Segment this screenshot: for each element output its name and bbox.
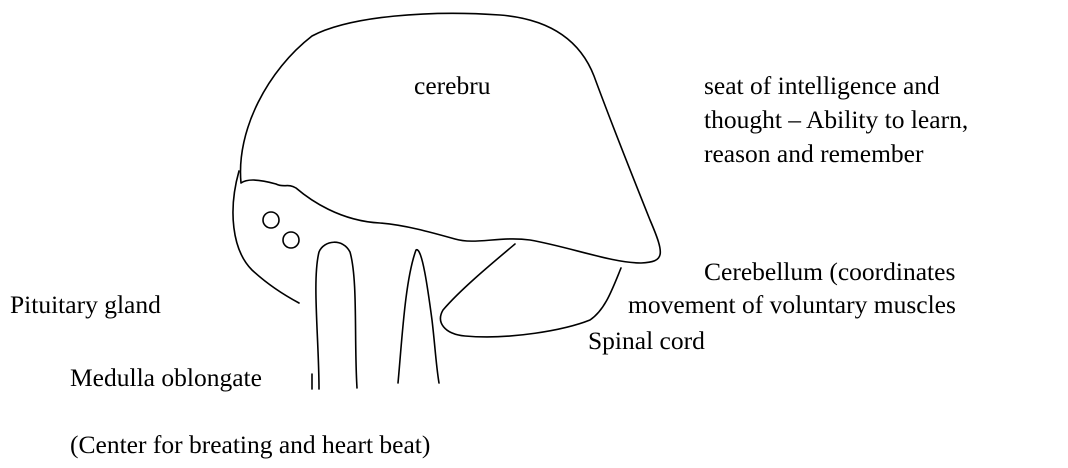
cerebellum-label: Cerebellum (coordinates [704,255,955,289]
pituitary-circle-1 [263,212,279,228]
medulla-description: (Center for breating and heart beat) [70,428,430,462]
pituitary-label: Pituitary gland [10,288,161,322]
cerebrum-description-line-1: seat of intelligence and [704,69,968,103]
cerebrum-label: cerebru [414,69,490,103]
spinal-cord-outline [398,250,439,383]
cerebrum-description: seat of intelligence and thought – Abili… [704,69,968,171]
pituitary-region-outline [233,171,299,303]
cerebellum-outline [441,244,621,337]
cerebrum-description-line-2: thought – Ability to learn, [704,103,968,137]
medulla-outline [316,242,357,389]
spinal-cord-label: Spinal cord [588,324,705,358]
pituitary-circle-2 [283,232,299,248]
cerebrum-description-line-3: reason and remember [704,137,968,171]
cerebellum-description: movement of voluntary muscles [628,288,956,322]
medulla-label: Medulla oblongate [70,361,262,395]
cerebrum-outline [240,13,660,263]
